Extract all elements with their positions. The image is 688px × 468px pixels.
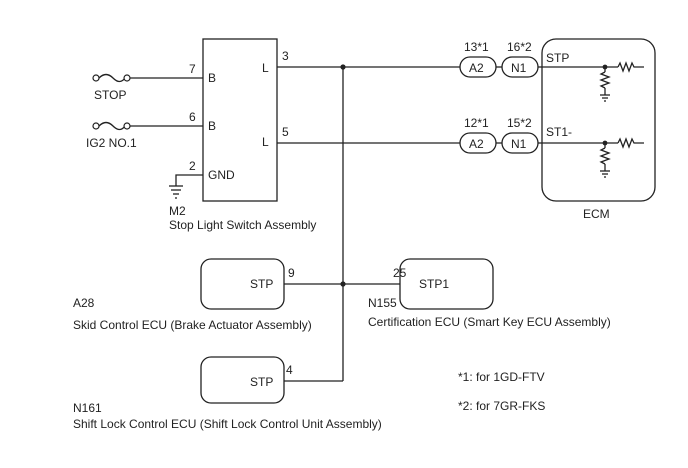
- shift-ecu-pin-label: STP: [250, 375, 273, 389]
- sls-pin6-number: 6: [189, 110, 196, 124]
- sls-pin3-label: L: [262, 61, 269, 75]
- ig2-fuse-label: IG2 NO.1: [86, 136, 137, 150]
- shift-ecu-pin-number: 4: [286, 363, 293, 377]
- sls-pin5-label: L: [262, 135, 269, 149]
- sls-pin7-label: B: [208, 71, 216, 85]
- sls-pin2-label: GND: [208, 168, 235, 182]
- sls-pin3-number: 3: [282, 49, 289, 63]
- skid-ecu-pin-label: STP: [250, 277, 273, 291]
- cert-ecu-pin-number: 25: [393, 266, 407, 280]
- cert-ecu-code: N155: [368, 296, 397, 310]
- ecm-circuit-upper: [542, 61, 644, 102]
- cert-ecu-pin-label: STP1: [419, 277, 449, 291]
- sls-code: M2: [169, 204, 186, 218]
- connector-n1-upper-pin: 16*2: [507, 40, 532, 54]
- ecm-circuit-lower: [542, 137, 644, 178]
- cert-ecu-name: Certification ECU (Smart Key ECU Assembl…: [368, 315, 611, 329]
- connector-a2-lower-pin: 12*1: [464, 116, 489, 130]
- note-1: *1: for 1GD-FTV: [458, 370, 545, 384]
- skid-ecu-pin-number: 9: [288, 266, 295, 280]
- junction-dot-upper: [340, 64, 346, 70]
- gnd-wire: [175, 174, 203, 186]
- sls-pin2-number: 2: [189, 159, 196, 173]
- stop-light-switch-box: [202, 38, 278, 202]
- note-2: *2: for 7GR-FKS: [458, 399, 545, 413]
- sls-pin5-number: 5: [282, 125, 289, 139]
- ecm-stp-label: STP: [546, 51, 569, 65]
- resistor-icon: [599, 147, 611, 165]
- ecm-name: ECM: [583, 207, 610, 221]
- connector-a2-lower-label: A2: [469, 137, 484, 151]
- ecm-box: [541, 38, 656, 202]
- shift-ecu-box: [200, 356, 285, 404]
- skid-ecu-name: Skid Control ECU (Brake Actuator Assembl…: [73, 318, 312, 332]
- ig2-fuse-icon: [92, 121, 131, 131]
- sls-name: Stop Light Switch Assembly: [169, 218, 316, 232]
- skid-ecu-code: A28: [73, 296, 95, 310]
- ground-icon: [169, 185, 183, 199]
- shift-ecu-name: Shift Lock Control ECU (Shift Lock Contr…: [73, 417, 382, 431]
- sls-pin7-number: 7: [189, 62, 196, 76]
- shift-ecu-code: N161: [73, 401, 102, 415]
- stop-fuse-label: STOP: [94, 88, 126, 102]
- sls-pin6-label: B: [208, 119, 216, 133]
- connector-a2-upper-label: A2: [469, 61, 484, 75]
- connector-a2-upper-pin: 13*1: [464, 40, 489, 54]
- resistor-icon: [617, 137, 644, 149]
- connector-n1-lower-pin: 15*2: [507, 116, 532, 130]
- connector-n1-upper-label: N1: [511, 61, 527, 75]
- cert-ecu-box: [399, 258, 494, 310]
- stop-fuse-icon: [92, 73, 131, 83]
- connector-n1-lower-label: N1: [511, 137, 527, 151]
- resistor-icon: [599, 71, 611, 89]
- ecm-st1-label: ST1-: [546, 125, 572, 139]
- resistor-icon: [617, 61, 644, 73]
